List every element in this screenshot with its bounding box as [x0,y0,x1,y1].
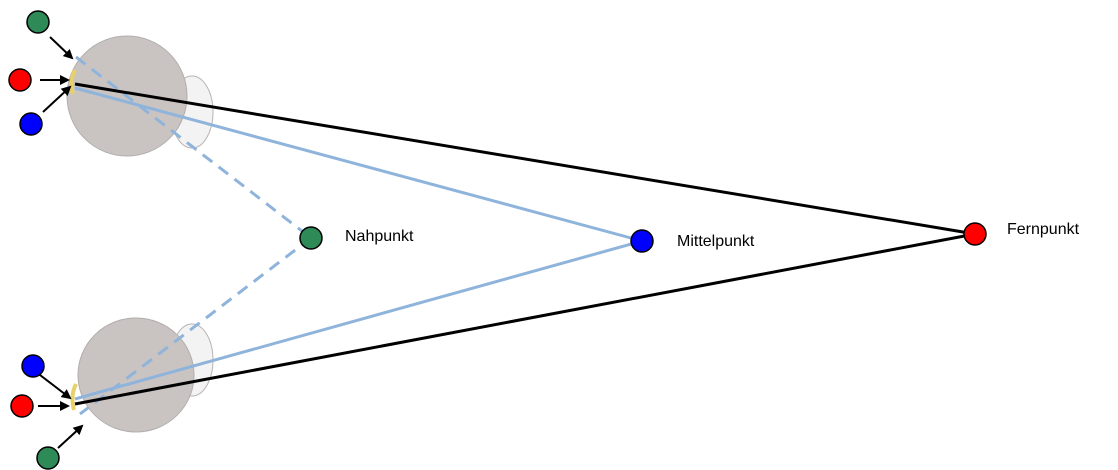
far-line-top [74,82,976,236]
near-point-label: Nahpunkt [345,228,414,245]
near-line-bottom [79,236,312,416]
eye-bottom-fovea [70,383,78,411]
eye-top-fovea [69,69,77,95]
middle-point-dot [630,229,654,253]
eye-bottom-ball [77,317,195,433]
arrow-top-green [49,36,74,60]
middle-line-top [74,86,643,243]
far-line-bottom [74,232,976,406]
middle-line-bottom [74,239,643,401]
dot-bottom-red [10,394,34,418]
arrow-bottom-blue [39,374,72,400]
eye-bottom [70,317,214,433]
dot-top-red [8,68,32,92]
arrow-bottom-green [57,424,84,449]
far-point-label: Fernpunkt [1007,221,1080,238]
dot-bottom-green [36,446,60,470]
dot-top-green [26,10,50,34]
dot-bottom-blue [21,354,45,378]
dot-top-blue [19,112,43,136]
middle-point-label: Mittelpunkt [677,233,755,250]
near-line-top [75,55,312,240]
arrow-top-blue [42,85,72,113]
far-point-dot [963,222,987,246]
near-point-dot [299,226,323,250]
